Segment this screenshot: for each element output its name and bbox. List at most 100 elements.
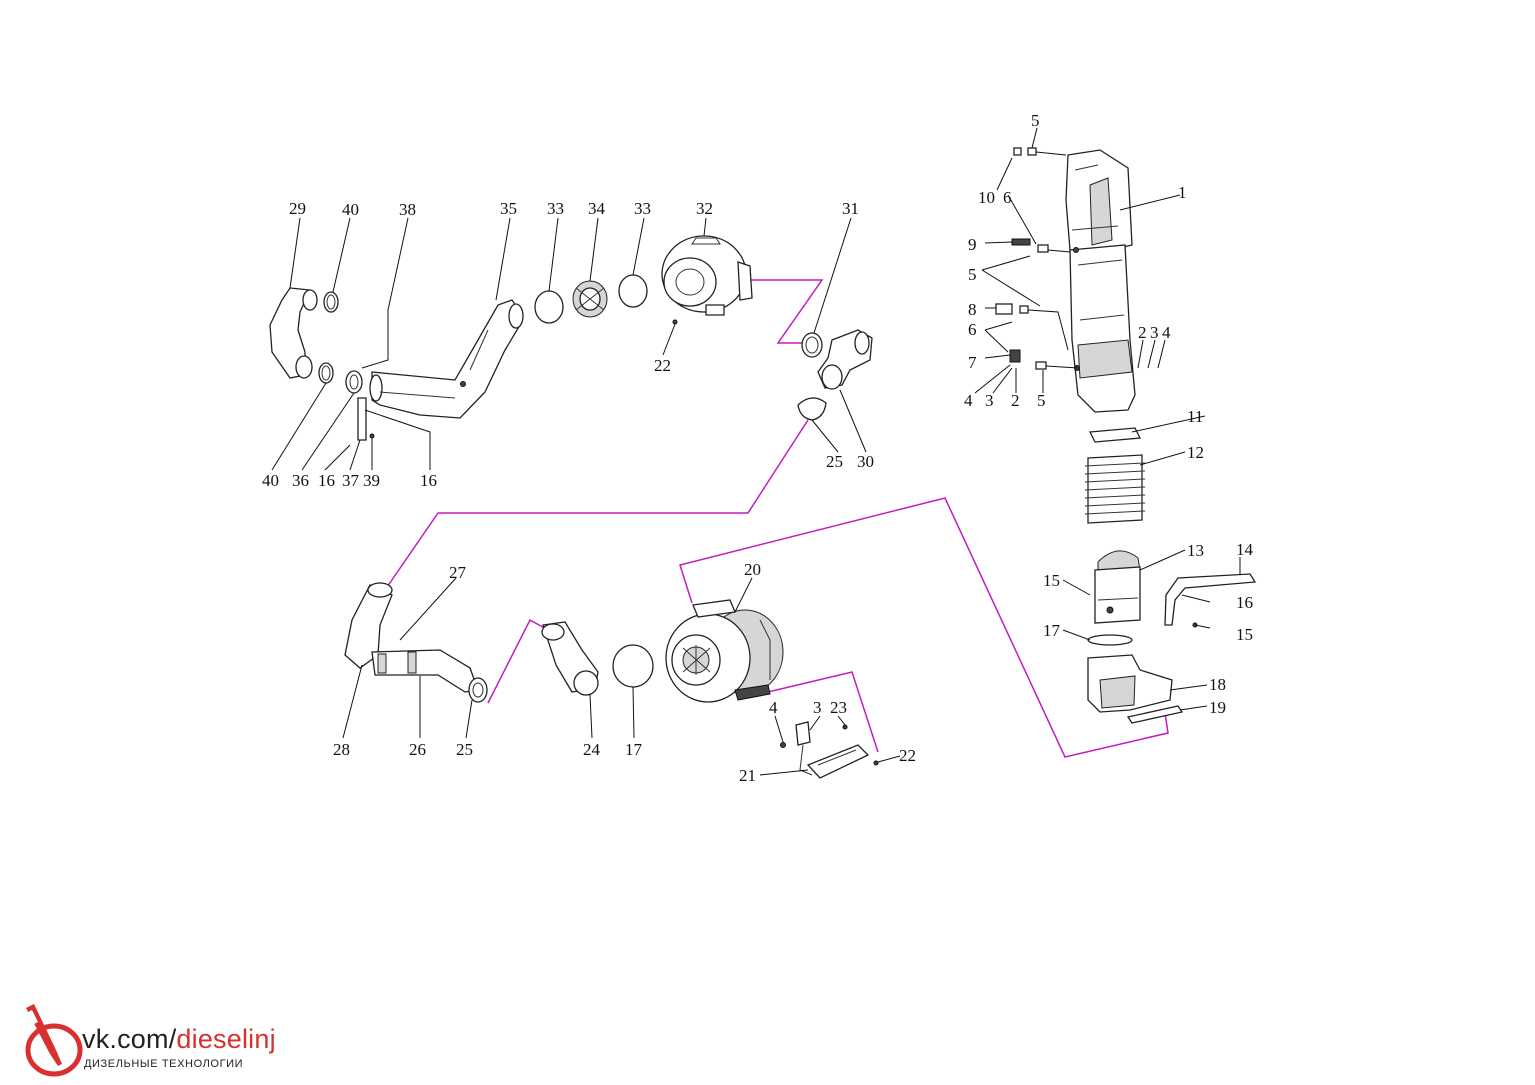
label-12: 12 — [1187, 443, 1204, 462]
label-16-left: 16 — [318, 471, 335, 490]
label-17-right: 17 — [1043, 621, 1061, 640]
label-13: 13 — [1187, 541, 1204, 560]
label-37: 37 — [342, 471, 360, 490]
part-32-turbo-housing — [661, 235, 753, 325]
part-11-gasket — [1088, 427, 1142, 443]
part-17-ring-lower — [612, 644, 654, 688]
label-6-mid: 6 — [968, 320, 977, 339]
part-40-clamp-lower — [318, 362, 334, 384]
watermark-url: vk.com/dieselinj — [82, 1024, 276, 1055]
label-11: 11 — [1187, 407, 1203, 426]
label-17-lower: 17 — [625, 740, 643, 759]
part-20-turbocharger — [665, 599, 784, 703]
label-20: 20 — [744, 560, 761, 579]
fastener-22 — [873, 760, 879, 766]
label-19: 19 — [1209, 698, 1226, 717]
label-31: 31 — [842, 199, 859, 218]
label-4-right: 4 — [964, 391, 973, 410]
label-6-top: 6 — [1003, 188, 1012, 207]
part-1-exhaust-stack-top — [1065, 149, 1133, 251]
label-33-left: 33 — [547, 199, 564, 218]
link-20-18 — [679, 497, 1169, 758]
part-35-intake-pipe — [369, 299, 524, 419]
fitting-8 — [995, 303, 1029, 315]
label-3-stack: 3 — [1150, 323, 1159, 342]
part-31-clamp — [801, 332, 823, 358]
label-24: 24 — [583, 740, 601, 759]
label-4-stack: 4 — [1162, 323, 1171, 342]
fastener-4 — [780, 742, 786, 748]
part-3-clamp-block — [795, 721, 813, 776]
watermark-subtitle: ДИЗЕЛЬНЫЕ ТЕХНОЛОГИИ — [84, 1058, 244, 1070]
label-22-bottom: 22 — [899, 746, 916, 765]
label-10: 10 — [978, 188, 995, 207]
injector-logo-icon — [25, 1004, 83, 1077]
watermark-url-name: dieselinj — [176, 1024, 276, 1054]
label-21: 21 — [739, 766, 756, 785]
label-33-right: 33 — [634, 199, 651, 218]
part-13-housing — [1094, 550, 1141, 624]
part-33-gasket-left — [534, 290, 564, 324]
link-20-22 — [767, 671, 879, 753]
fastener-23 — [842, 724, 848, 730]
label-30: 30 — [857, 452, 874, 471]
label-3-right: 3 — [985, 391, 994, 410]
label-9: 9 — [968, 235, 977, 254]
fitting-5-top — [1013, 147, 1037, 156]
label-29: 29 — [289, 199, 306, 218]
label-1: 1 — [1178, 183, 1187, 202]
fitting-9 — [1011, 238, 1049, 253]
label-34: 34 — [588, 199, 606, 218]
link-32-31 — [748, 279, 824, 344]
label-28: 28 — [333, 740, 350, 759]
label-25-bottom: 25 — [456, 740, 473, 759]
label-14: 14 — [1236, 540, 1254, 559]
part-19-gasket — [1126, 705, 1184, 724]
part-33-gasket-right — [618, 274, 648, 308]
label-2-right: 2 — [1011, 391, 1020, 410]
label-39: 39 — [363, 471, 380, 490]
label-27: 27 — [449, 563, 467, 582]
leader-lines — [271, 127, 1241, 776]
label-16-right: 16 — [1236, 593, 1253, 612]
label-22-top: 22 — [654, 356, 671, 375]
label-40-top: 40 — [342, 200, 359, 219]
label-5-top: 5 — [1031, 111, 1040, 130]
pipe-line-upper — [1027, 151, 1079, 369]
fitting-7 — [1009, 349, 1047, 370]
part-26-pipe — [371, 649, 479, 693]
label-5-bottom: 5 — [1037, 391, 1046, 410]
part-37-bracket — [357, 397, 375, 441]
label-32: 32 — [696, 199, 713, 218]
part-28-pipe — [344, 582, 393, 669]
label-15-right: 15 — [1236, 625, 1253, 644]
part-17-ring — [1087, 634, 1133, 646]
label-23: 23 — [830, 698, 847, 717]
label-18: 18 — [1209, 675, 1226, 694]
part-30-elbow — [817, 329, 873, 390]
label-8: 8 — [968, 300, 977, 319]
part-29-elbow-hose — [269, 287, 318, 379]
label-26: 26 — [409, 740, 426, 759]
label-16-mid: 16 — [420, 471, 437, 490]
part-36-ring — [345, 370, 363, 394]
label-25-top: 25 — [826, 452, 843, 471]
connection-lines — [384, 279, 1169, 758]
part-21-bracket-plate — [806, 744, 870, 779]
part-labels: 1 5 10 6 9 5 8 6 7 4 3 2 5 2 3 4 11 12 1… — [262, 111, 1254, 785]
label-15-left: 15 — [1043, 571, 1060, 590]
link-25-24 — [487, 618, 549, 704]
part-24-elbow — [541, 621, 599, 696]
label-2-stack: 2 — [1138, 323, 1147, 342]
part-34-coupler-ring — [572, 280, 608, 318]
label-3-lower: 3 — [813, 698, 822, 717]
label-36: 36 — [292, 471, 309, 490]
part-40-clamp-upper — [323, 291, 339, 313]
part-12-bellows — [1084, 454, 1146, 524]
label-40-bottom: 40 — [262, 471, 279, 490]
label-38: 38 — [399, 200, 416, 219]
link-25-28 — [384, 419, 809, 591]
label-4-lower: 4 — [769, 698, 778, 717]
label-5-mid: 5 — [968, 265, 977, 284]
